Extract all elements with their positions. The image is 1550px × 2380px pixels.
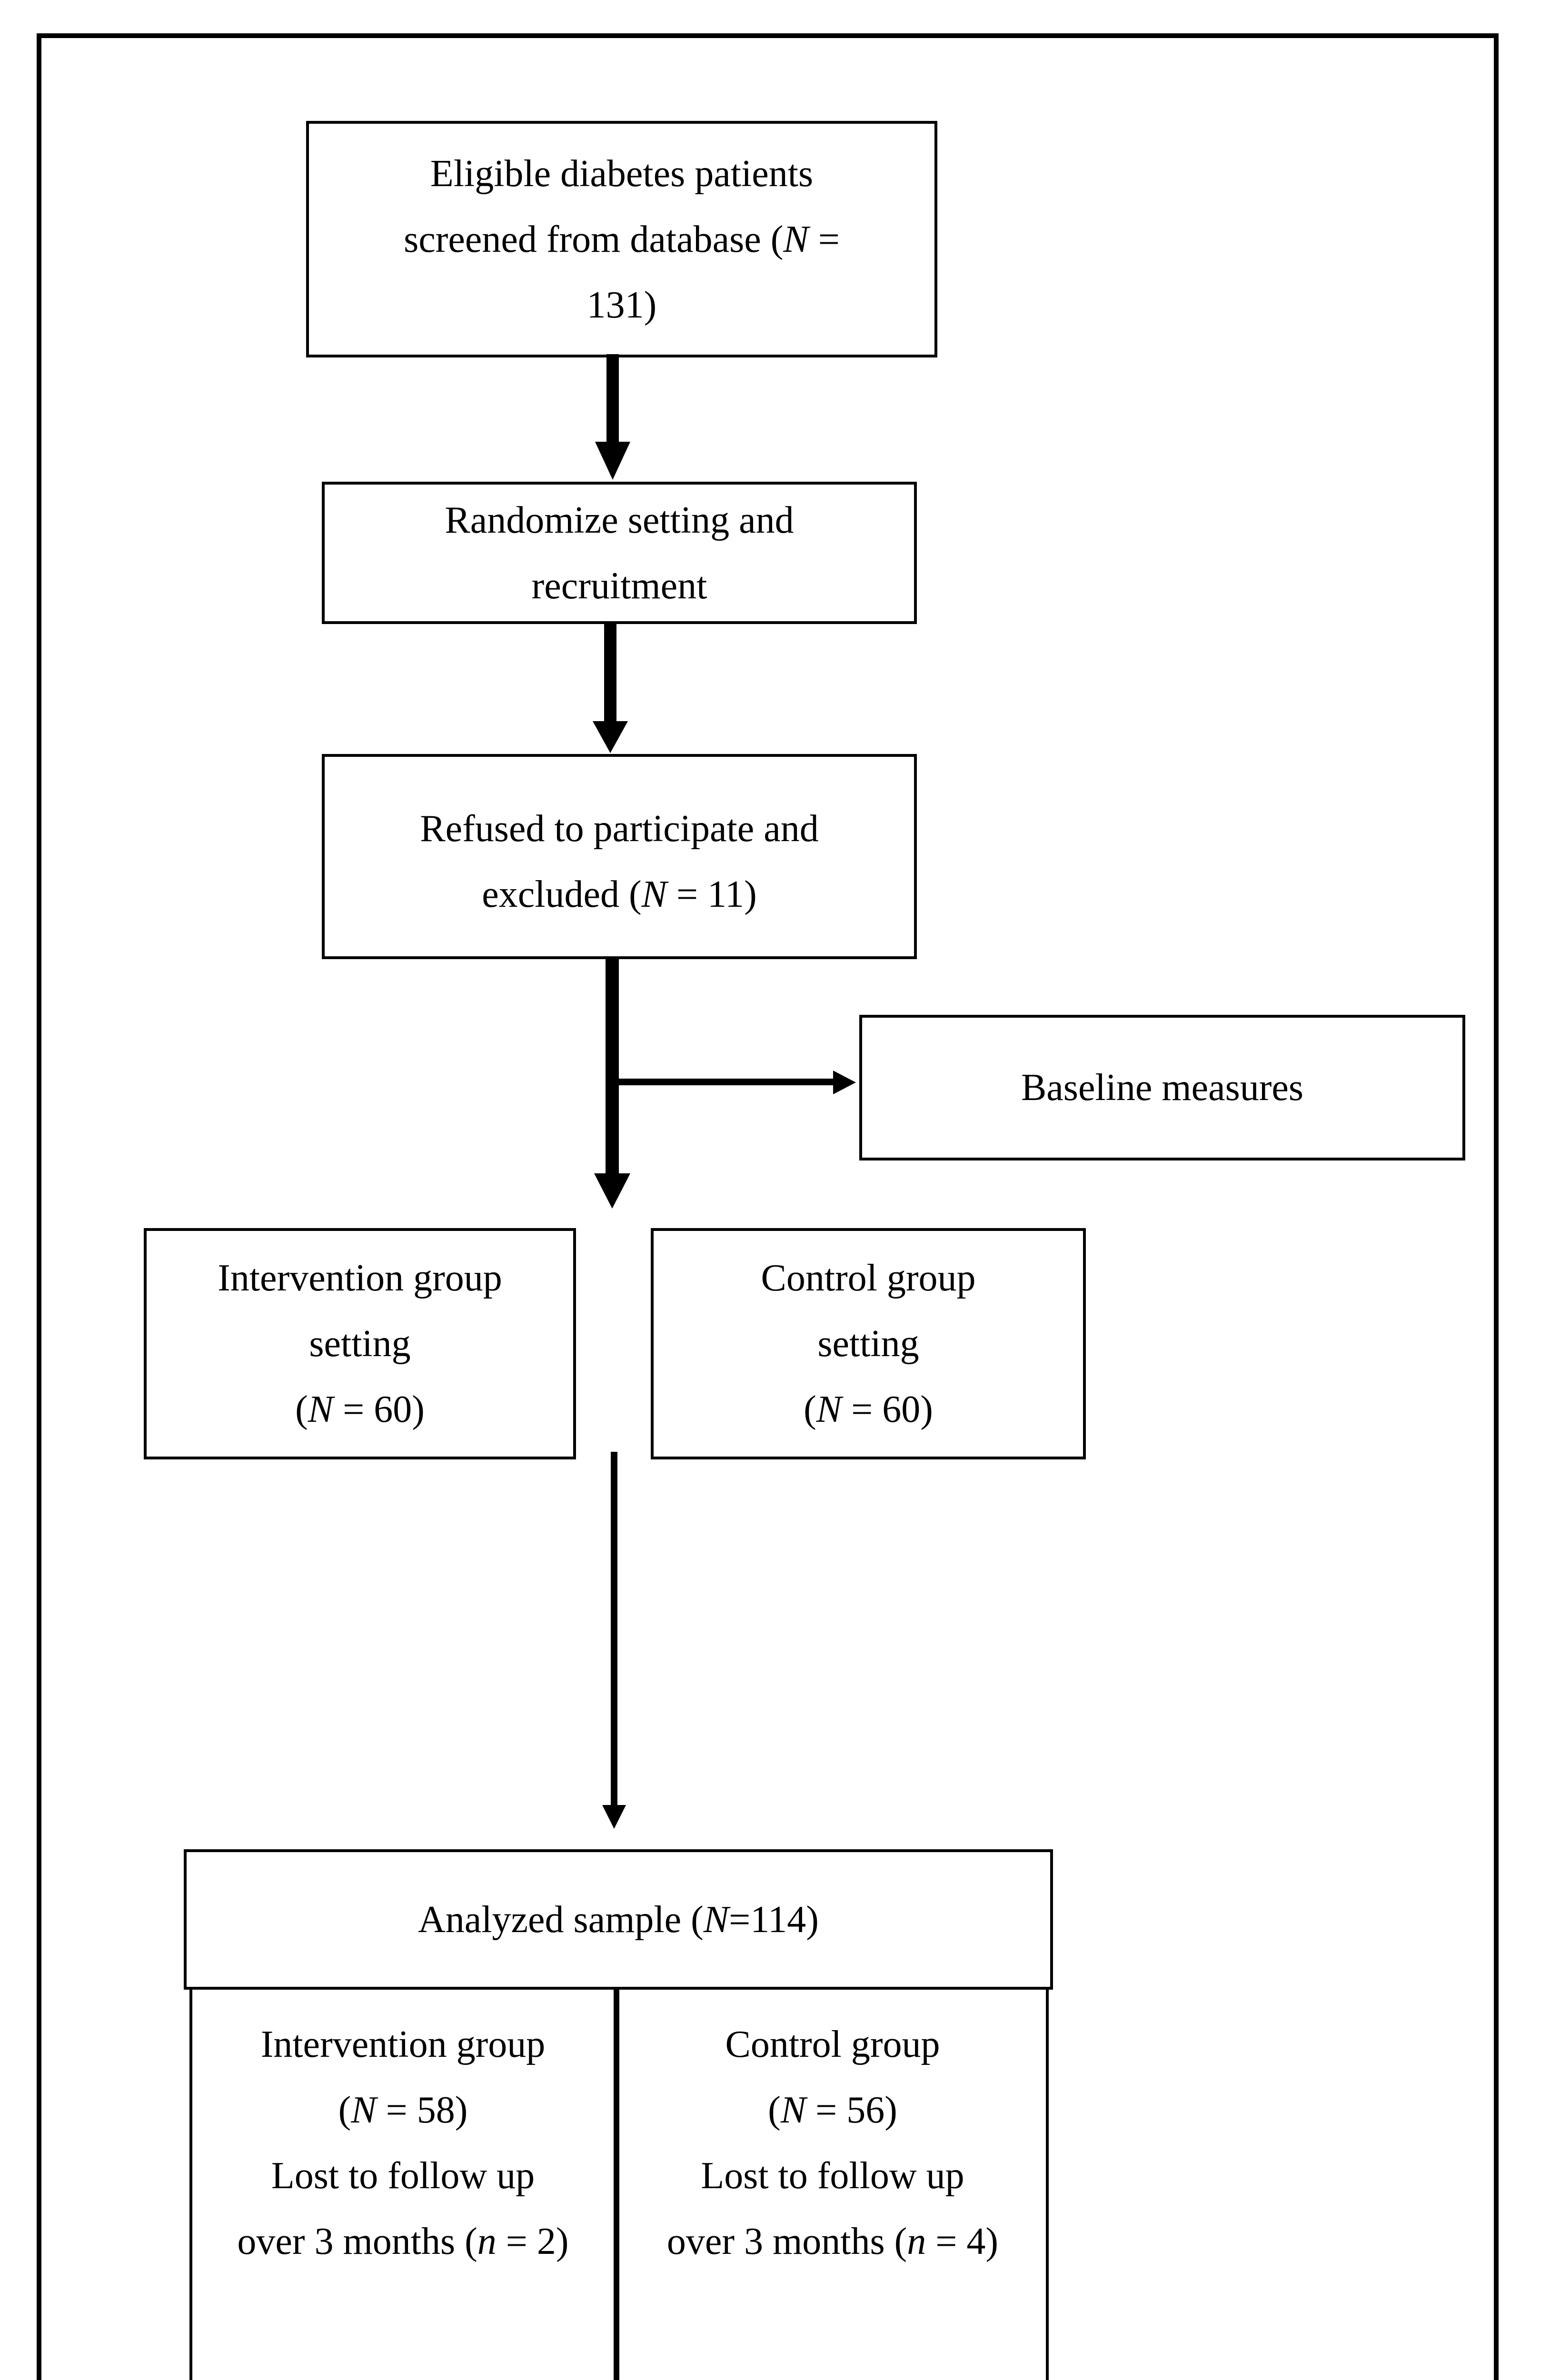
text-line: (N = 56) (768, 2089, 897, 2131)
arrow-randomize-to-refused-shaft (604, 624, 616, 721)
text-line: setting (309, 1323, 411, 1365)
box-control-group-setting: Control group setting (N = 60) (651, 1228, 1086, 1459)
text-line: Intervention group (218, 1257, 502, 1299)
text-line: (N = 60) (804, 1388, 933, 1430)
arrow-right-icon (833, 1071, 856, 1094)
text-line: over 3 months (n = 2) (237, 2221, 569, 2262)
text-line: Refused to participate and (420, 807, 819, 850)
arrow-down-icon (602, 1805, 626, 1829)
text-line: Intervention group (260, 2023, 546, 2065)
text-line: over 3 months (n = 4) (666, 2221, 999, 2262)
box-analyzed-intervention-group: Intervention group (N = 58) Lost to follow… (189, 1987, 616, 2380)
box-baseline-measures: Baseline measures (859, 1015, 1465, 1160)
text-line: Control group (761, 1257, 976, 1299)
arrow-refused-to-groups-shaft (606, 959, 619, 1173)
text-line: 131) (586, 284, 657, 326)
text-line: recruitment (531, 565, 707, 607)
text-line: Analyzed sample (N=114) (418, 1898, 819, 1941)
box-intervention-group-setting: Intervention group setting (N = 60) (144, 1228, 576, 1459)
text-line: Baseline measures (1021, 1067, 1304, 1109)
text-line: (N = 60) (295, 1388, 425, 1430)
text-line: Randomize setting and (445, 499, 794, 541)
box-eligible-screened: Eligible diabetes patients screened from … (306, 121, 937, 357)
arrow-down-icon (594, 1173, 630, 1209)
text-line: Eligible diabetes patients (430, 152, 814, 195)
text-line: screened from database (N = (404, 218, 840, 260)
text-line: Lost to follow up (271, 2155, 535, 2197)
text-line: (N = 58) (338, 2089, 468, 2131)
box-refused-excluded: Refused to participate and excluded (N = … (322, 754, 917, 959)
arrow-down-icon (593, 721, 628, 753)
arrow-screened-to-randomize-shaft (606, 354, 619, 442)
arrow-down-icon (595, 442, 630, 480)
arrow-groups-to-analyzed-shaft (611, 1452, 617, 1805)
arrow-branch-to-baseline-shaft (619, 1079, 833, 1085)
box-analyzed-control-group: Control group (N = 56) Lost to follow up ov… (616, 1987, 1049, 2380)
text-line: Lost to follow up (701, 2155, 964, 2197)
text-line: Control group (725, 2023, 940, 2065)
box-randomize-setting: Randomize setting and recruitment (322, 482, 917, 624)
text-line: setting (817, 1323, 919, 1365)
text-line: excluded (N = 11) (482, 873, 757, 915)
box-analyzed-sample-header: Analyzed sample (N=114) (184, 1849, 1053, 1990)
